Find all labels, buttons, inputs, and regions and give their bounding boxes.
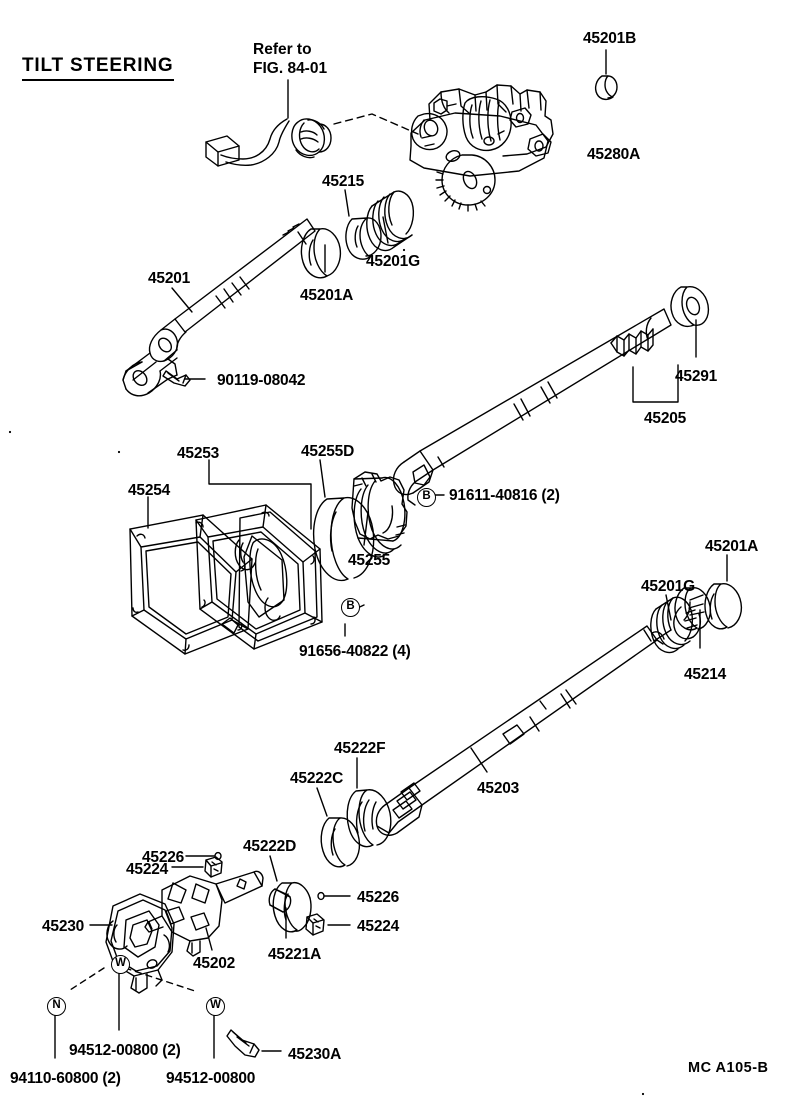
callout-45201B: 45201B <box>583 30 637 47</box>
part-harness <box>205 118 332 167</box>
callout-91656-40822: 91656-40822 (4) <box>299 643 411 660</box>
callout-45201G-lower: 45201G <box>641 578 695 595</box>
mark-screw-w-2: W <box>206 997 225 1016</box>
part-45201A-lower <box>704 554 743 630</box>
part-45202 <box>144 870 264 957</box>
callout-45230: 45230 <box>42 918 85 935</box>
callout-45201: 45201 <box>148 270 191 287</box>
part-45224-upper <box>171 856 223 878</box>
part-45205 <box>392 308 679 506</box>
callout-90119-08042: 90119-08042 <box>217 372 306 389</box>
callout-45226-lower: 45226 <box>357 889 400 906</box>
part-45201G-upper <box>366 190 415 252</box>
callout-45215: 45215 <box>322 173 365 190</box>
callout-45291: 45291 <box>675 368 718 385</box>
callout-45201A-lower: 45201A <box>705 538 759 555</box>
callout-45222F: 45222F <box>334 740 386 757</box>
part-45255D <box>312 459 375 582</box>
callout-45255D: 45255D <box>301 443 355 460</box>
callout-94512-00800-2: 94512-00800 (2) <box>69 1042 181 1059</box>
callout-45255: 45255 <box>348 552 391 569</box>
mark-bolt-b-1: B <box>417 488 436 507</box>
part-45291 <box>670 286 710 358</box>
part-45224-lower <box>305 913 351 936</box>
part-45201B <box>594 49 618 101</box>
refer-note-line2: FIG. 84-01 <box>253 60 328 78</box>
callout-91611-40816: 91611-40816 (2) <box>449 487 560 504</box>
callout-45280A: 45280A <box>587 146 641 163</box>
callout-45201G-upper: 45201G <box>366 253 420 270</box>
part-45255 <box>351 471 408 558</box>
callout-45230A: 45230A <box>288 1046 342 1063</box>
part-45280A <box>409 84 554 212</box>
part-45230 <box>89 893 175 994</box>
part-45230A <box>226 1029 282 1058</box>
registration-dots <box>8 248 645 1096</box>
part-45222C <box>316 787 361 868</box>
callout-45254: 45254 <box>128 482 171 499</box>
callout-45222D: 45222D <box>243 838 297 855</box>
leader-dashed-screws <box>69 967 199 993</box>
part-45221A <box>268 888 292 939</box>
callout-45205: 45205 <box>644 410 687 427</box>
leader-screws <box>54 971 215 1059</box>
page-title: TILT STEERING <box>22 55 174 81</box>
part-90119-08042 <box>162 370 206 387</box>
part-45253 <box>195 459 323 650</box>
part-45226-lower <box>317 891 351 901</box>
part-45254 <box>129 496 253 655</box>
callout-94110-60800-2: 94110-60800 (2) <box>10 1070 121 1087</box>
part-45214 <box>673 587 712 649</box>
callout-45253: 45253 <box>177 445 220 462</box>
part-45226-upper <box>185 851 222 861</box>
leader-dashed-harness <box>333 113 419 135</box>
figure-code: MC A105-B <box>688 1060 769 1076</box>
callout-45224-lower: 45224 <box>357 918 400 935</box>
mark-bolt-b-2: B <box>341 598 360 617</box>
callout-45214: 45214 <box>684 666 727 683</box>
part-45201A-upper <box>300 228 342 279</box>
refer-note: Refer to FIG. 84-01 <box>253 40 327 79</box>
callout-45221A: 45221A <box>268 946 322 963</box>
callout-45203: 45203 <box>477 780 520 797</box>
callout-45202: 45202 <box>193 955 236 972</box>
part-45201 <box>122 218 316 397</box>
mark-screw-w-1: W <box>111 955 130 974</box>
part-45215 <box>344 189 382 260</box>
mark-bolt-n: N <box>47 997 66 1016</box>
callout-45222C: 45222C <box>290 770 344 787</box>
callout-45226-upper: 45226 <box>142 849 185 866</box>
callout-45201A-upper: 45201A <box>300 287 354 304</box>
part-45201G-lower <box>650 594 694 654</box>
callout-45224-upper: 45224 <box>126 861 169 878</box>
part-45222D <box>269 855 312 933</box>
part-45203 <box>375 625 665 836</box>
callout-94512-00800: 94512-00800 <box>166 1070 256 1087</box>
refer-note-line1: Refer to <box>253 41 312 58</box>
part-45222F <box>346 757 392 848</box>
